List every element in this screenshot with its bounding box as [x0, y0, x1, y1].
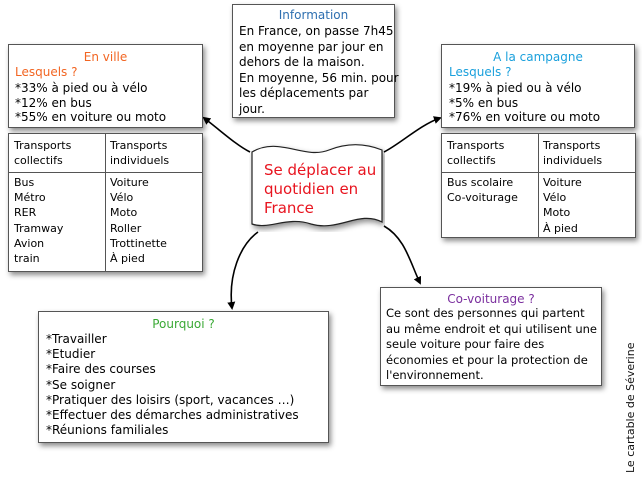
arrow-to-campagne: [383, 116, 442, 153]
information-line: jour.: [239, 101, 265, 116]
arrow-to-covoiturage: [383, 225, 422, 285]
table-cell: Roller: [110, 221, 142, 235]
table-header-individuels: Transports individuels: [110, 138, 169, 168]
pourquoi-title: Pourquoi ?: [152, 317, 215, 331]
pourquoi-item: *Réunions familiales: [46, 423, 169, 438]
pourquoi-item: *Etudier: [46, 347, 96, 362]
transport-table-campagne: Transports collectifs Transports individ…: [441, 133, 636, 238]
table-cell: Métro: [14, 191, 46, 205]
covoiturage-text: Ce sont des personnes qui partent au mêm…: [386, 306, 597, 384]
en-ville-box: En ville Lesquels ? *33% à pied ou à vél…: [8, 44, 203, 128]
header-line: Transports: [447, 139, 505, 152]
table-divider: [442, 172, 635, 173]
en-ville-item: *12% en bus: [15, 95, 92, 110]
table-cell: Moto: [110, 206, 138, 220]
pourquoi-item: *Travailler: [46, 332, 107, 346]
table-header-collectifs: Transports collectifs: [447, 138, 504, 168]
table-cell: Co-voiturage: [447, 191, 518, 205]
pourquoi-item: *Se soigner: [46, 377, 116, 392]
central-title-line: Se déplacer au: [264, 161, 377, 179]
central-title-line: quotidien en: [264, 180, 359, 198]
table-cell: Vélo: [543, 191, 567, 205]
campagne-item: *5% en bus: [449, 95, 519, 110]
information-text: En France, on passe 7h45 en moyenne par …: [239, 24, 399, 117]
covoiturage-title: Co-voiturage ?: [447, 292, 535, 306]
header-line: Transports: [14, 139, 72, 152]
header-line: Transports: [110, 139, 168, 152]
information-line: les déplacements par: [239, 86, 369, 100]
table-cell: Vélo: [110, 191, 134, 205]
author-credit: Le cartable de Séverine: [624, 342, 637, 473]
table-cell: RER: [14, 206, 37, 220]
campagne-box: A la campagne Lesquels ? *19% à pied ou …: [441, 44, 635, 128]
information-line: dehors de la maison.: [239, 55, 365, 69]
information-title: Information: [278, 8, 349, 22]
table-cell: Bus scolaire: [447, 176, 514, 189]
covoiturage-line: l'environnement.: [386, 368, 484, 382]
campagne-item: *76% en voiture ou moto: [449, 110, 601, 125]
en-ville-item: *55% en voiture ou moto: [15, 110, 167, 125]
header-line: collectifs: [14, 154, 63, 168]
arrow-to-en-ville: [202, 116, 251, 153]
pourquoi-list: *Travailler *Etudier *Faire des courses …: [46, 332, 299, 438]
covoiturage-box: Co-voiturage ? Ce sont des personnes qui…: [380, 287, 602, 386]
table-column-individuels: Voiture Vélo Moto À pied: [543, 175, 582, 236]
information-line: En France, on passe 7h45: [239, 24, 394, 38]
pourquoi-item: *Effectuer des démarches administratives: [46, 408, 299, 423]
table-cell: train: [14, 252, 40, 266]
pourquoi-item: *Pratiquer des loisirs (sport, vacances …: [46, 392, 295, 407]
table-cell: Voiture: [543, 176, 582, 189]
wavy-flag-shape: [251, 144, 383, 227]
transport-table-ville: Transports collectifs Transports individ…: [8, 133, 203, 272]
table-column-collectifs: Bus Métro RER Tramway Avion train: [14, 175, 63, 266]
table-cell: Avion: [14, 236, 45, 250]
central-title: Se déplacer au quotidien en France: [264, 161, 376, 218]
header-line: collectifs: [447, 154, 496, 168]
en-ville-subtitle: Lesquels ?: [15, 65, 78, 79]
campagne-item: *19% à pied ou à vélo: [449, 81, 582, 95]
header-line: Transports: [543, 139, 601, 152]
table-cell: À pied: [543, 221, 578, 235]
campagne-list: *19% à pied ou à vélo *5% en bus *76% en…: [449, 81, 600, 125]
table-header-collectifs: Transports collectifs: [14, 138, 71, 168]
table-cell: Bus: [14, 176, 35, 189]
campagne-title: A la campagne: [493, 50, 583, 64]
table-cell: Tramway: [14, 221, 64, 235]
campagne-subtitle: Lesquels ?: [449, 65, 512, 79]
table-cell: Trottinette: [110, 236, 167, 250]
covoiturage-line: Ce sont des personnes qui partent: [386, 306, 585, 320]
header-line: individuels: [110, 154, 170, 168]
header-line: individuels: [543, 154, 603, 168]
covoiturage-line: économies et pour la protection de: [386, 352, 588, 367]
en-ville-item: *33% à pied ou à vélo: [15, 81, 148, 95]
table-column-individuels: Voiture Vélo Moto Roller Trottinette À p…: [110, 175, 167, 266]
information-line: En moyenne, 56 min. pour: [239, 70, 399, 85]
en-ville-title: En ville: [83, 50, 128, 64]
table-cell: Voiture: [110, 176, 149, 189]
table-divider: [105, 134, 106, 271]
central-banner: Se déplacer au quotidien en France: [249, 138, 385, 232]
information-box: Information En France, on passe 7h45 en …: [232, 4, 399, 118]
table-divider: [9, 172, 202, 173]
table-cell: Moto: [543, 206, 571, 220]
table-divider: [538, 134, 539, 237]
table-cell: À pied: [110, 252, 145, 266]
covoiturage-line: seule voiture pour faire des: [386, 337, 545, 351]
information-line: en moyenne par jour en: [239, 39, 384, 54]
pourquoi-box: Pourquoi ? *Travailler *Etudier *Faire d…: [38, 311, 329, 443]
covoiturage-line: au même endroit et qui utilisent une: [386, 321, 597, 336]
table-column-collectifs: Bus scolaire Co-voiturage: [447, 175, 518, 205]
arrow-to-pourquoi: [227, 231, 259, 310]
central-title-line: France: [264, 199, 314, 217]
table-header-individuels: Transports individuels: [543, 138, 602, 168]
pourquoi-item: *Faire des courses: [46, 362, 156, 377]
en-ville-list: *33% à pied ou à vélo *12% en bus *55% e…: [15, 81, 166, 125]
